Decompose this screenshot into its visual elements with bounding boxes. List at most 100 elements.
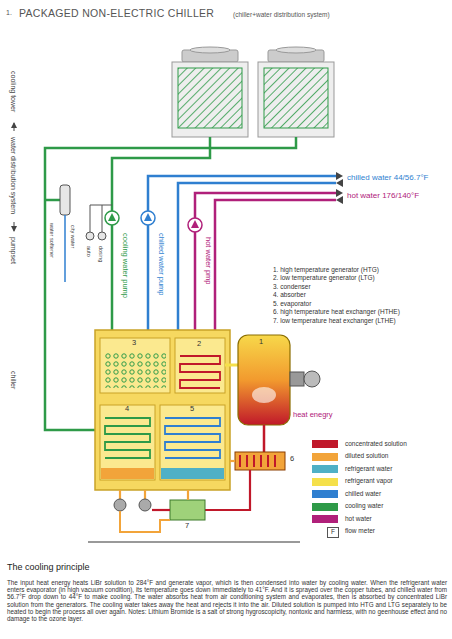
callout-number: 6 — [289, 455, 295, 464]
solution-pump — [139, 499, 151, 511]
subtitle: (chiller+water distribution system) — [232, 11, 331, 18]
heat-exchanger — [240, 455, 275, 467]
pump — [141, 211, 155, 225]
heat-exchanger — [170, 500, 205, 520]
generator — [290, 372, 304, 386]
legend-swatch — [312, 503, 338, 511]
chilled-water-pipe — [148, 176, 336, 330]
cooling-water-pipe — [45, 199, 60, 202]
legend-text: concentrated solution — [344, 440, 408, 447]
water-treatment — [64, 215, 66, 282]
body-text: The input heat energy heats LiBr solutio… — [6, 579, 448, 622]
chiller-body — [100, 405, 155, 480]
pipe-arrow — [336, 179, 343, 187]
cooling-tower — [258, 62, 334, 137]
callout-number: 1 — [258, 338, 264, 347]
pipe-label: chilled water 44/56.7°F — [346, 173, 429, 182]
component-label: dosing — [98, 245, 104, 263]
pipe-arrow — [336, 189, 343, 197]
callout-number: 3 — [131, 339, 137, 348]
pump-label: cooling water pump — [120, 232, 129, 299]
water-treatment — [90, 205, 112, 232]
parts-list-item: 3. condenser — [272, 283, 442, 290]
legend-text: refrigerant water — [344, 465, 393, 472]
callout-number: 7 — [184, 522, 190, 531]
pump — [105, 211, 202, 232]
flow-meter-letter: F — [330, 528, 336, 535]
chiller-body — [95, 330, 238, 490]
chilled-water-pipe — [148, 176, 336, 330]
heat-exchanger — [187, 490, 189, 500]
cooling-tower — [190, 47, 230, 53]
callout-number: 2 — [196, 340, 202, 349]
cooling-tower — [178, 68, 242, 128]
solution-pump — [114, 499, 126, 511]
pump — [144, 213, 152, 221]
caption-heading: The cooling principle — [6, 562, 91, 572]
pump-label: hot water pmp — [203, 236, 212, 286]
pipe-label: hot water 176/140°F — [346, 191, 420, 200]
solution-pump — [88, 490, 300, 542]
pump — [108, 213, 116, 221]
component-label: auto — [86, 245, 92, 258]
solution-pump — [120, 490, 145, 499]
generator — [238, 335, 290, 425]
chiller-body — [95, 330, 230, 490]
side-arrow — [14, 222, 15, 231]
legend-swatch — [312, 453, 338, 461]
parts-list-item: 1. high temperature generator (HTG) — [272, 266, 442, 273]
chiller-body — [160, 405, 225, 480]
heat-exchanger — [235, 452, 285, 470]
cooling-tower — [276, 47, 316, 53]
side-label: pumpset — [9, 236, 17, 265]
legend-text: diluted solution — [344, 452, 389, 459]
generator — [263, 425, 266, 452]
component-label: water softener — [49, 222, 55, 259]
parts-list-item: 7. low temperature heat exchanger (LTHE) — [272, 317, 442, 324]
generator — [238, 335, 320, 452]
pump — [191, 220, 199, 228]
parts-list-item: 6. high temperature heat exchanger (HTHE… — [272, 308, 442, 315]
cooling-water-pipe — [45, 137, 296, 430]
cooling-tower — [172, 47, 334, 137]
side-label: cooling tower — [9, 70, 17, 113]
chiller-body — [225, 364, 238, 367]
legend-text: flow meter — [344, 527, 376, 534]
legend-swatch — [312, 490, 338, 498]
cooling-tower — [264, 68, 328, 128]
chiller-body — [165, 418, 220, 458]
component-label: city water — [70, 224, 76, 249]
solution-pump — [120, 511, 170, 532]
water-treatment — [60, 185, 70, 215]
legend-swatch — [312, 465, 338, 473]
side-label: water distribution system — [9, 136, 17, 215]
pipe-arrow — [336, 172, 343, 180]
chiller-body — [101, 468, 154, 479]
water-treatment — [98, 232, 106, 240]
legend-swatch — [312, 478, 338, 486]
chiller-body — [100, 338, 170, 393]
legend-text: cooling water — [344, 502, 384, 509]
water-treatment — [60, 185, 112, 282]
legend-swatch — [312, 440, 338, 448]
figure-number: 1. — [5, 9, 13, 17]
chiller-body — [175, 338, 225, 393]
pipe-arrow — [336, 196, 343, 204]
water-treatment — [86, 232, 94, 240]
heat-exchanger — [205, 470, 250, 510]
chiller-body — [104, 352, 166, 388]
chiller-body — [161, 468, 224, 479]
generator — [252, 387, 276, 403]
legend-text: refrigerant vapor — [344, 477, 394, 484]
chiller-body — [105, 418, 150, 458]
heat-label: heat enegry — [292, 411, 334, 420]
title: PACKAGED NON-ELECTRIC CHILLER — [18, 7, 215, 19]
side-label: chiller — [9, 370, 17, 390]
callout-number: 5 — [189, 405, 195, 414]
legend-text: chilled water — [344, 490, 382, 497]
cooling-tower — [172, 62, 248, 137]
parts-list-item: 4. absorber — [272, 291, 442, 298]
pump — [188, 218, 202, 232]
legend-swatch — [312, 515, 338, 523]
